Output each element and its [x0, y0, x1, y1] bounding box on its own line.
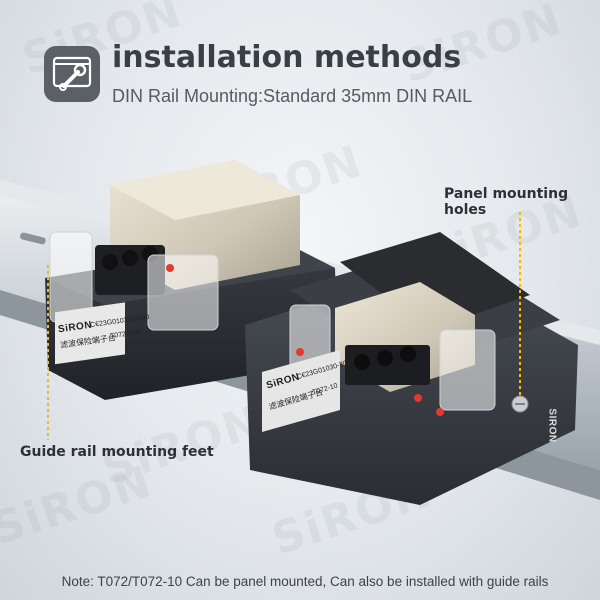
wrench-icon-box — [44, 46, 100, 102]
terminal-screw — [122, 250, 138, 266]
right-terminal-strip — [340, 232, 530, 330]
terminal-screw — [102, 254, 118, 270]
guide-rail-feet-label: Guide rail mounting feet — [20, 444, 214, 460]
red-led — [296, 348, 304, 356]
left-fuse-holder — [147, 254, 219, 331]
red-led — [414, 394, 422, 402]
red-led — [436, 408, 444, 416]
page-subtitle: DIN Rail Mounting:Standard 35mm DIN RAIL — [112, 86, 473, 106]
wrench-icon — [52, 56, 92, 91]
right-side-brand: SIRON — [546, 408, 558, 443]
panel-mounting-holes-label: Panel mounting holes — [444, 186, 569, 218]
red-led — [166, 264, 174, 272]
footer-note: Note: T072/T072-10 Can be panel mounted,… — [61, 574, 549, 589]
left-label-plate — [55, 302, 125, 365]
page-title: installation methods — [112, 40, 462, 75]
rail-slot — [20, 232, 46, 245]
terminal-screw — [354, 354, 370, 370]
terminal-screw — [377, 350, 393, 366]
right-fuse-holder — [439, 329, 496, 411]
left-relay-top — [110, 160, 300, 220]
right-label-plate — [262, 350, 340, 432]
terminal-screw — [400, 346, 416, 362]
